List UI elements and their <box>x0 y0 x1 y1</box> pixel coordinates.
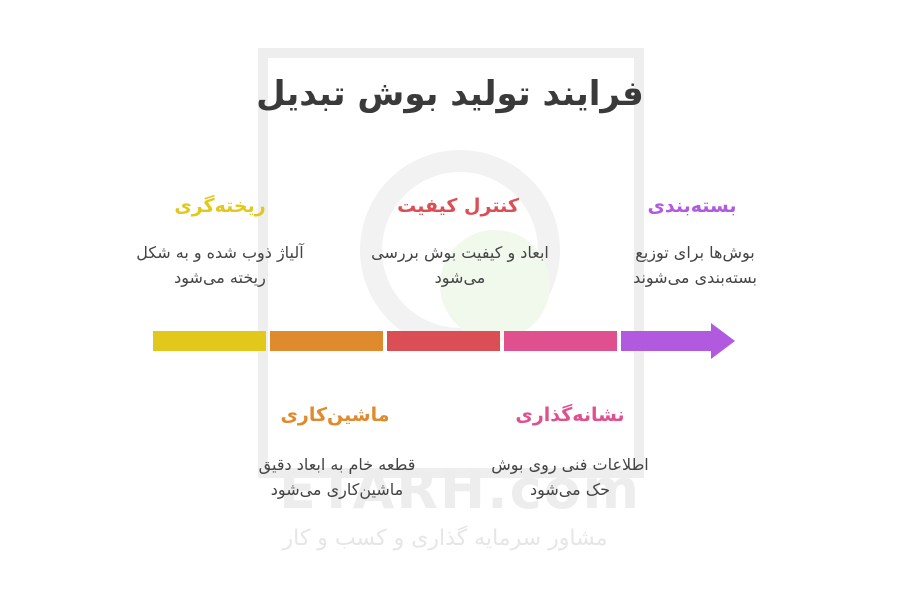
diagram-title: فرایند تولید بوش تبدیل <box>256 74 644 114</box>
watermark-brand: ETARH.com <box>279 458 641 521</box>
stage-machining-desc: قطعه خام به ابعاد دقیق ماشین‌کاری می‌شود <box>227 452 447 502</box>
stage-casting-desc-line: ریخته می‌شود <box>174 268 266 287</box>
watermark-frame <box>258 48 644 478</box>
stage-casting-desc-line: آلیاژ ذوب شده و به شکل <box>136 243 304 262</box>
arrow-segment-marking <box>504 331 617 351</box>
arrow-segment-casting <box>153 331 266 351</box>
stage-casting-title: ریخته‌گری <box>174 195 266 217</box>
stage-quality-desc-line: ابعاد و کیفیت بوش بررسی <box>371 243 549 262</box>
stage-marking-desc-line: اطلاعات فنی روی بوش <box>491 455 649 474</box>
stage-packaging-desc: بوش‌ها برای توزیع بسته‌بندی می‌شوند <box>590 240 800 290</box>
arrow-segment-packaging <box>621 331 713 351</box>
stage-quality-desc: ابعاد و کیفیت بوش بررسی می‌شود <box>345 240 575 290</box>
stage-marking-title: نشانه‌گذاری <box>515 404 625 426</box>
stage-marking-desc-line: حک می‌شود <box>530 480 610 499</box>
arrow-head-icon <box>711 323 735 359</box>
watermark-tagline: مشاور سرمایه گذاری و کسب و کار <box>282 526 608 551</box>
stage-quality-title: کنترل کیفیت <box>397 195 519 217</box>
stage-machining-title: ماشین‌کاری <box>280 404 390 426</box>
stage-marking-desc: اطلاعات فنی روی بوش حک می‌شود <box>465 452 675 502</box>
stage-packaging-title: بسته‌بندی <box>647 195 737 217</box>
stage-quality-desc-line: می‌شود <box>434 268 486 287</box>
watermark-logo-gear <box>440 230 550 340</box>
arrow-segment-machining <box>270 331 383 351</box>
arrow-segment-quality <box>387 331 500 351</box>
stage-packaging-desc-line: بسته‌بندی می‌شوند <box>633 268 757 287</box>
stage-packaging-desc-line: بوش‌ها برای توزیع <box>635 243 755 262</box>
stage-machining-desc-line: ماشین‌کاری می‌شود <box>270 480 404 499</box>
stage-casting-desc: آلیاژ ذوب شده و به شکل ریخته می‌شود <box>100 240 340 290</box>
stage-machining-desc-line: قطعه خام به ابعاد دقیق <box>258 455 416 474</box>
